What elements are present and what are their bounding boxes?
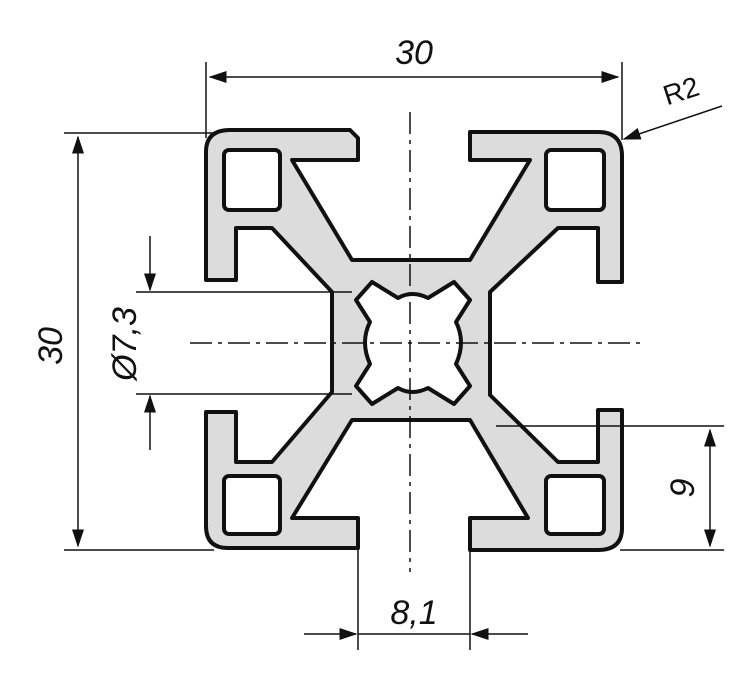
width-dimension <box>205 62 623 140</box>
corner-cavity-bottom-left <box>222 474 282 536</box>
height-label: 30 <box>32 327 70 365</box>
corner-cavity-top-right <box>544 148 606 212</box>
bore-dimension <box>136 236 352 450</box>
corner-cavity-top-left <box>222 148 282 212</box>
height-dimension <box>64 132 214 551</box>
centre-lines <box>190 112 640 572</box>
radius-callout <box>622 105 723 140</box>
width-label: 30 <box>395 34 433 72</box>
corner-cavity-bottom-right <box>544 474 606 536</box>
aluminium-profile-section <box>204 128 624 552</box>
central-bore <box>354 280 472 406</box>
offset-dimension <box>496 425 724 551</box>
slot-dimension <box>304 524 528 650</box>
bore-label: Ø7,3 <box>106 307 144 382</box>
radius-label: R2 <box>659 71 703 112</box>
slot-width-label: 8,1 <box>390 594 437 632</box>
offset-label: 9 <box>664 478 702 497</box>
